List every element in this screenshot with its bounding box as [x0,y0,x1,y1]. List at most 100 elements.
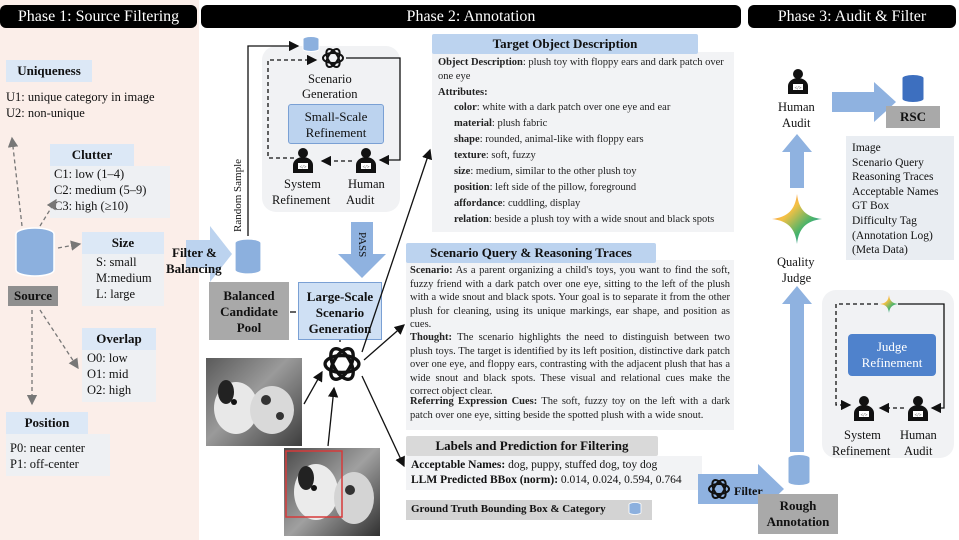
scenario-text: As a parent organizing a child's toys, y… [410,265,730,330]
audit-to-rsc-arrow-icon [832,82,896,122]
small-scale-line1: Small-Scale [304,109,368,124]
quality-judge-line2: Judge [782,271,812,285]
size-item-1: S: small [96,255,137,269]
large-scale-generation-box: Large-Scale Scenario Generation [298,282,382,340]
attr-material: material: plush fabric [454,118,548,129]
clutter-title: Clutter [50,144,134,166]
overlap-panel [82,350,156,402]
rough-annotation-database-icon [787,454,811,486]
system-refinement-line2: Refinement [272,193,331,207]
uniqueness-item-2: U2: non-unique [6,106,85,120]
scenario-text-block: Scenario: As a parent organizing a child… [410,264,730,332]
gt-database-icon [628,502,642,515]
thought-label: Thought: [410,332,453,343]
rough-annotation-box: Rough Annotation [758,494,838,534]
system-refinement-person-icon: </> [293,148,313,173]
rsc-item: Acceptable Names [852,185,939,198]
phase3-human-audit-icon: </> [788,69,808,94]
random-sample-label: Random Sample [232,158,244,232]
small-scale-line2: Refinement [305,125,367,140]
llm-knot-large-icon [323,347,361,381]
position-item-2: P1: off-center [10,457,79,471]
phase3-background [744,0,959,540]
rough-line1: Rough [779,498,817,513]
rsc-item: Difficulty Tag [852,214,917,227]
large-scale-line1: Large-Scale [306,289,374,304]
balanced-pool-line3: Pool [236,320,262,335]
human-audit-line2: Audit [346,193,375,207]
object-description-label: Object Description [438,57,523,68]
scenario-generation-line2: Generation [302,87,358,101]
clutter-item-1: C1: low (1–4) [54,167,125,181]
clutter-item-3: C3: high (≥10) [54,199,129,213]
attributes-label: Attributes: [438,87,488,98]
object-description-text: : plush toy with floppy ears and dark pa… [438,57,724,82]
source-label: Source [8,286,58,306]
scenario-generation-line1: Scenario [308,72,352,86]
ground-truth-label: Ground Truth Bounding Box & Category [411,503,606,515]
size-item-3: L: large [96,287,135,301]
judge-to-audit-arrow-icon [782,134,812,188]
scenario-title: Scenario Query & Reasoning Traces [406,243,656,263]
judge-refinement-line2: Refinement [861,355,923,370]
labels-panel [406,456,702,490]
phase3-human-audit2-line2: Audit [904,444,933,458]
balanced-pool-line2: Candidate [220,304,278,319]
clutter-panel [50,166,170,218]
svg-text:</>: </> [362,166,369,171]
object-description: Object Description: plush toy with flopp… [438,56,728,83]
gemini-star-icon [772,194,822,244]
svg-text:</>: </> [299,166,306,171]
referring-label: Referring Expression Cues: [410,396,538,407]
target-object-panel [432,52,734,232]
svg-text:</>: </> [914,414,921,419]
referring-text-block: Referring Expression Cues: The soft, fuz… [410,395,730,422]
attr-affordance: affordance: cuddling, display [454,198,581,209]
filter-knot-icon [708,478,730,500]
phase3-system-refinement-line1: System [844,428,881,442]
rsc-item: Reasoning Traces [852,171,934,184]
phase3-human-audit-line2: Audit [782,116,811,130]
attr-position: position: left side of the pillow, foreg… [454,182,637,193]
phase3-human-audit2-icon: </> [908,396,928,421]
rough-to-judge-arrow-icon [782,286,812,452]
balanced-pool-line1: Balanced [223,288,275,303]
rsc-item: Image [852,142,881,154]
thought-text: The scenario highlights the need to dist… [410,332,730,397]
database-small-icon [302,36,320,52]
human-audit-line1: Human [348,177,385,191]
phase3-human-audit-line1: Human [778,100,815,114]
phase3-system-refinement-icon: </> [854,396,874,421]
target-object-title: Target Object Description [432,34,698,54]
phase3-human-audit2-line1: Human [900,428,937,442]
position-title: Position [6,412,88,434]
overlap-title: Overlap [82,328,156,350]
llm-bbox: LLM Predicted BBox (norm): 0.014, 0.024,… [411,473,682,488]
svg-text:</>: </> [860,414,867,419]
phase2-title: Phase 2: Annotation [201,5,741,28]
uniqueness-item-1: U1: unique category in image [6,90,155,104]
llm-bbox-label: LLM Predicted BBox (norm): [411,474,559,486]
rsc-item: Scenario Query [852,156,924,169]
uniqueness-title: Uniqueness [6,60,92,82]
overlap-item-3: O2: high [87,383,132,397]
plush-photo-with-bbox [284,448,380,536]
rsc-item: (Meta Data) [852,244,908,257]
filter-balancing-line2: Balancing [166,261,222,276]
rsc-contents-list: Image Scenario Query Reasoning Traces Ac… [852,141,939,258]
filter-balancing-line1: Filter & [172,245,217,260]
attr-color: color: white with a dark patch over one … [454,102,671,113]
position-item-1: P0: near center [10,441,85,455]
acceptable-names: Acceptable Names: dog, puppy, stuffed do… [411,458,657,473]
attr-relation: relation: beside a plush toy with a wide… [454,214,715,225]
clutter-item-2: C2: medium (5–9) [54,183,147,197]
phase3-title: Phase 3: Audit & Filter [748,5,956,28]
human-audit-person-icon: </> [356,148,376,173]
large-scale-line2: Scenario [315,305,365,320]
rsc-contents-panel [846,136,954,260]
filter-arrow-icon [186,226,232,282]
balanced-candidate-pool-box: Balanced Candidate Pool [209,282,289,340]
phase1-title: Phase 1: Source Filtering [0,5,197,28]
attr-texture: texture: soft, fuzzy [454,150,536,161]
position-panel [6,434,110,476]
